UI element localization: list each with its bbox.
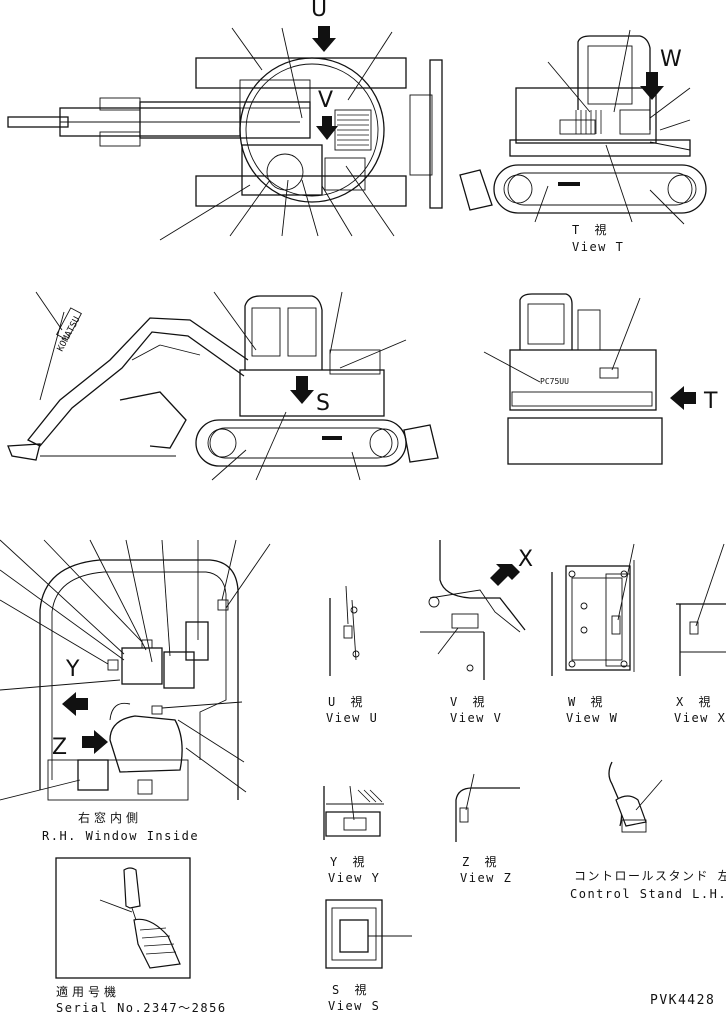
view-u-detail: U 視 View U <box>326 585 378 725</box>
view-y-caption-en: View Y <box>328 871 380 885</box>
view-x-detail: X 視 View X <box>674 543 726 725</box>
view-t-caption-jp: T 視 <box>572 222 610 237</box>
view-s-caption-en: View S <box>328 999 380 1013</box>
view-z-caption-jp: Z 視 <box>462 854 500 869</box>
rear-view: PC75UU T <box>483 293 718 465</box>
view-arrow-y <box>62 692 88 716</box>
view-s-caption-jp: S 視 <box>332 982 370 997</box>
view-arrow-w <box>640 72 664 100</box>
view-v-detail: X V 視 View V <box>420 540 533 725</box>
view-u-caption-jp: U 視 <box>328 694 366 709</box>
view-u-caption-en: View U <box>326 711 378 725</box>
view-letter-y: Y <box>65 657 80 682</box>
view-s-detail: S 視 View S <box>325 899 412 1013</box>
view-letter-x: X <box>518 547 533 572</box>
rh-window-caption-en: R.H. Window Inside <box>42 829 199 843</box>
view-arrow-v <box>316 116 338 140</box>
view-arrow-u <box>312 26 336 52</box>
view-letter-s: S <box>316 391 330 416</box>
view-w-caption-en: View W <box>566 711 618 725</box>
view-arrow-s <box>290 376 314 404</box>
side-view-rear: W T 視 View T <box>459 29 707 254</box>
view-z-detail: Z 視 View Z <box>455 773 520 885</box>
view-letter-u: U <box>311 0 327 22</box>
view-w-detail: W 視 View W <box>551 543 635 725</box>
view-letter-z: Z <box>52 735 67 760</box>
serial-caption-jp: 適用号機 <box>56 984 120 999</box>
view-v-caption-jp: V 視 <box>450 694 488 709</box>
top-plan-view: U V <box>7 0 443 241</box>
view-letter-w: W <box>660 47 682 72</box>
control-stand-caption-en: Control Stand L.H. <box>570 887 726 901</box>
drawing-id: PVK4428 <box>650 993 715 1008</box>
view-z-caption-en: View Z <box>460 871 512 885</box>
rh-window-caption-jp: 右窓内側 <box>78 810 142 825</box>
view-x-caption-jp: X 視 <box>676 694 714 709</box>
control-stand-caption-jp: コントロールスタンド 左 <box>574 868 726 883</box>
view-arrow-z <box>82 730 108 754</box>
side-view-left: KOMATSU S <box>7 291 439 481</box>
view-y-detail: Y 視 View Y <box>323 785 384 885</box>
view-w-caption-jp: W 視 <box>568 694 606 709</box>
view-t-caption-en: View T <box>572 240 624 254</box>
view-x-caption-en: View X <box>674 711 726 725</box>
control-stand-lh-view: コントロールスタンド 左 Control Stand L.H. <box>570 761 726 901</box>
decal-komatsu-boom: KOMATSU <box>56 315 83 353</box>
view-letter-t: T <box>703 389 718 414</box>
view-v-caption-en: View V <box>450 711 502 725</box>
view-letter-v: V <box>318 88 333 113</box>
view-arrow-t <box>670 386 696 410</box>
view-y-caption-jp: Y 視 <box>330 854 368 869</box>
serial-inset-view: 適用号機 Serial No.2347～2856 <box>55 857 227 1015</box>
view-arrow-x <box>490 564 520 586</box>
decal-pc75uu: PC75UU <box>540 377 569 386</box>
rh-window-inside-view: Y Z 右窓内側 R.H. Window Inside <box>0 539 271 843</box>
serial-caption-en: Serial No.2347～2856 <box>56 1001 227 1015</box>
